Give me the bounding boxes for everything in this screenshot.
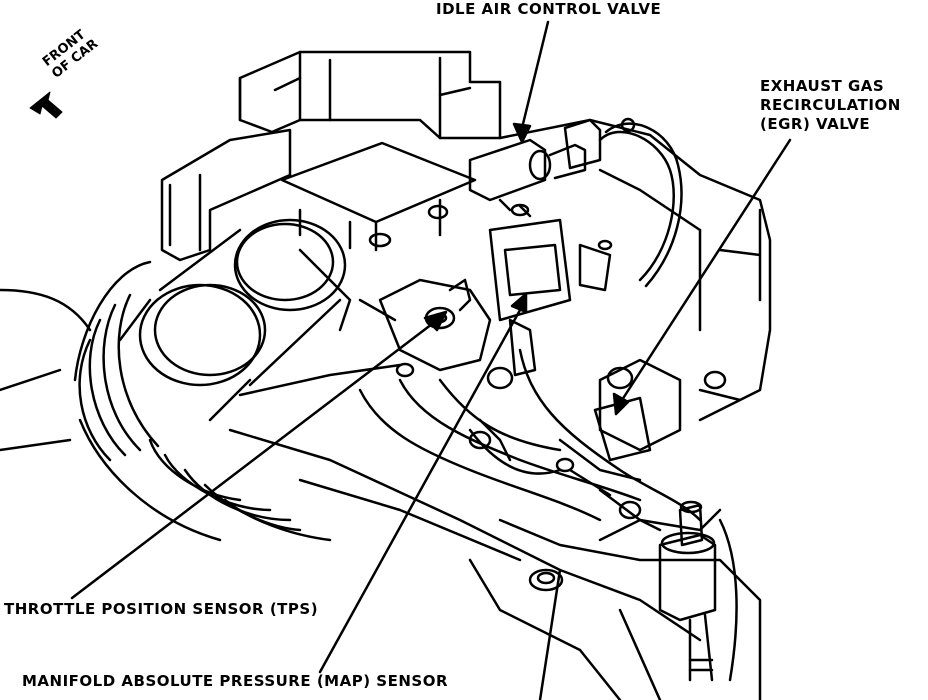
lower-manifold	[0, 363, 762, 700]
throttle-position-sensor-label: THROTTLE POSITION SENSOR (TPS)	[4, 600, 319, 618]
throttle-body	[378, 203, 613, 390]
idle-air-control-valve-body	[468, 117, 683, 288]
lower-right-canister	[658, 500, 738, 682]
air-intake-tube	[118, 218, 397, 422]
egr-label-line1: EXHAUST GAS	[760, 77, 885, 95]
wiring-harness	[358, 348, 702, 532]
upper-plenum	[238, 50, 772, 422]
arrow-left-icon	[29, 91, 63, 119]
map-sensor-label: MANIFOLD ABSOLUTE PRESSURE (MAP) SENSOR	[22, 672, 448, 690]
idle-air-control-valve-label: IDLE AIR CONTROL VALVE	[436, 0, 662, 18]
egr-label-line3: (EGR) VALVE	[760, 115, 871, 133]
egr-valve-label: EXHAUST GAS RECIRCULATION (EGR) VALVE	[760, 77, 901, 134]
egr-label-line2: RECIRCULATION	[760, 96, 901, 114]
leader-lines	[70, 20, 792, 674]
throttle-cover-plate	[280, 141, 477, 252]
intake-housing	[160, 128, 292, 262]
